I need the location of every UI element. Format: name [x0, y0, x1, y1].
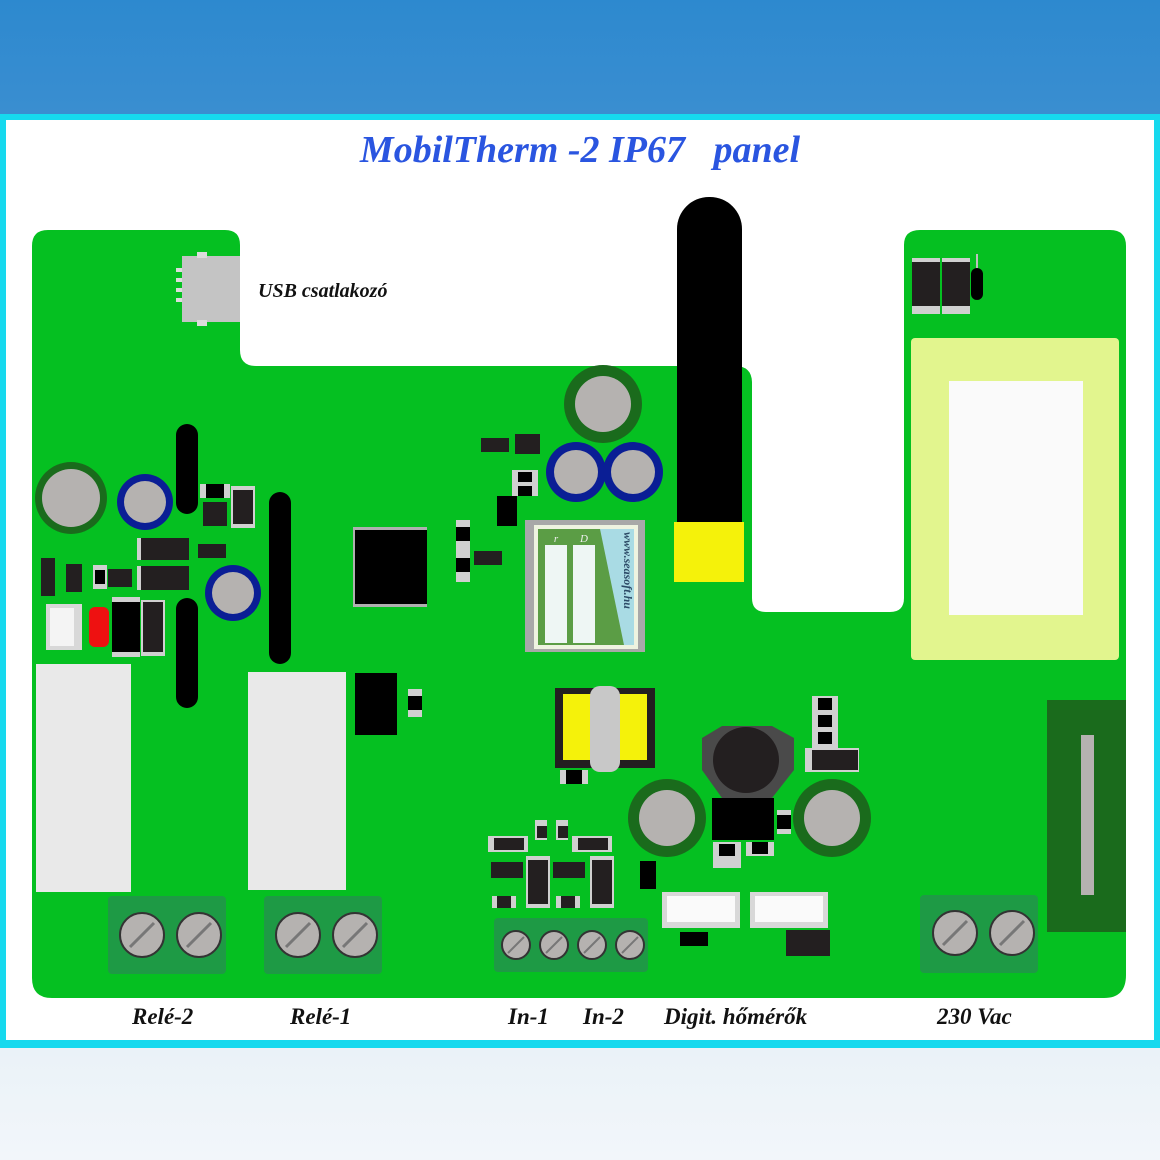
sensor-connector-1 [662, 892, 740, 928]
capacitor-large-green [35, 462, 107, 534]
smd-components-right [640, 696, 859, 889]
terminal-block-rele2 [108, 896, 226, 974]
mcu-chip [353, 527, 427, 607]
terminal-block-inputs [494, 918, 648, 972]
digital-thermometers-label: Digit. hőmérők [664, 1004, 808, 1029]
regulator-chip [712, 798, 791, 868]
smd-components-left [41, 484, 255, 657]
terminal-block-rele1 [264, 896, 382, 974]
inductor-coil [555, 686, 655, 784]
relay-window-mark: D [579, 533, 588, 545]
smd-components-top-right [912, 254, 983, 314]
relay-driver [355, 673, 422, 735]
capacitor-large-green [628, 779, 706, 857]
power-inductor [702, 726, 794, 798]
smd-components-inputs [488, 820, 614, 908]
power-transformer [911, 338, 1119, 660]
usb-connector-label: USB csatlakozó [258, 280, 388, 302]
antenna [674, 197, 744, 582]
relay-2 [36, 664, 131, 892]
capacitor-blue [205, 565, 261, 621]
slot-bar [176, 424, 198, 514]
rele2-label: Relé-2 [132, 1004, 194, 1029]
rele1-label: Relé-1 [290, 1004, 352, 1029]
page-title: MobilTherm -2 IP67 panel [359, 129, 801, 171]
header-band [0, 0, 1160, 114]
capacitor-large-green [793, 779, 871, 857]
smd-components-center [456, 434, 540, 582]
capacitor-blue [117, 474, 173, 530]
watermark-text: www.seasoft.hu [621, 532, 635, 609]
relay-1 [248, 672, 346, 890]
slot-bar [176, 598, 198, 708]
gsm-module [525, 520, 645, 652]
slot-bar [269, 492, 291, 664]
fuse-holder [1047, 700, 1126, 932]
capacitor-blue [603, 442, 663, 502]
relay-window-mark: r [554, 533, 559, 545]
sensor-connector-2 [750, 892, 828, 928]
in2-label: In-2 [583, 1004, 624, 1029]
led-red [89, 607, 109, 647]
capacitor-large-green [564, 365, 642, 443]
usb-connector [176, 252, 240, 326]
in1-label: In-1 [508, 1004, 549, 1029]
vac-label: 230 Vac [937, 1004, 1012, 1029]
terminal-block-230vac [920, 895, 1038, 973]
footer-band [0, 1048, 1160, 1160]
capacitor-blue [546, 442, 606, 502]
